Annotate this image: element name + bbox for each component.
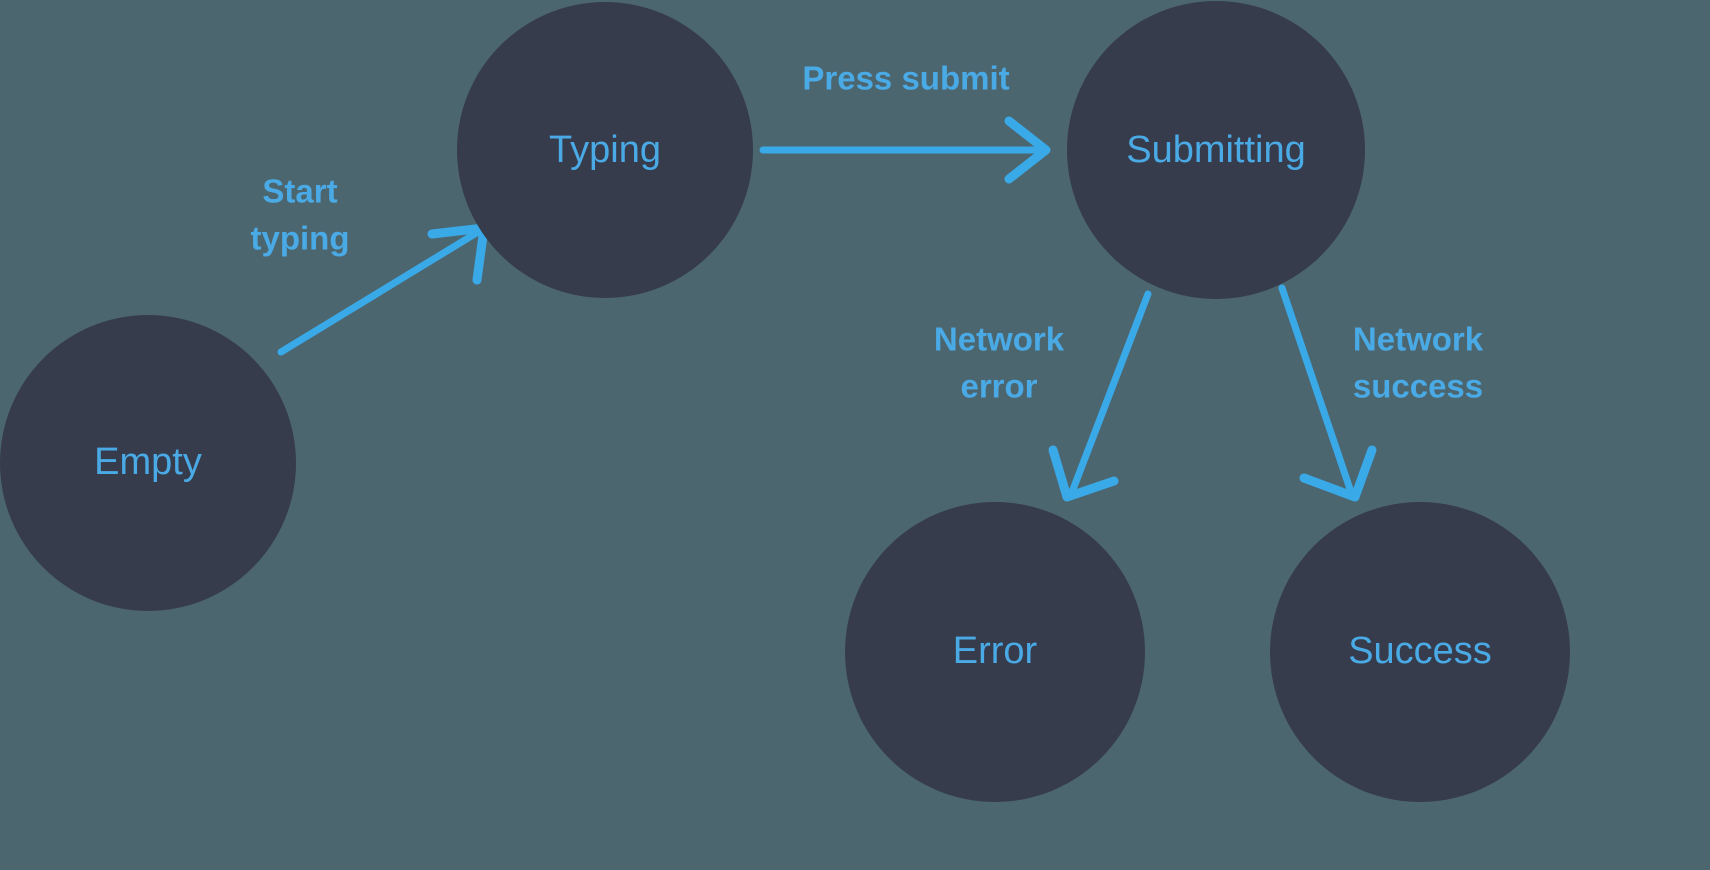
empty-node-circle[interactable] bbox=[0, 315, 296, 611]
network-success-arrowhead bbox=[1299, 445, 1377, 502]
typing-node-label: Typing bbox=[549, 129, 661, 171]
transition-network-success bbox=[1278, 284, 1377, 502]
network-error-label-line1: Network bbox=[934, 321, 1065, 358]
state-node-submitting[interactable]: Submitting bbox=[1067, 1, 1365, 299]
network-error-arrowhead bbox=[1048, 445, 1119, 502]
press-submit-label-line1: Press submit bbox=[802, 60, 1009, 97]
submitting-node-label: Submitting bbox=[1126, 129, 1306, 171]
start-typing-arrow-line bbox=[277, 228, 482, 356]
press-submit-arrowhead bbox=[1004, 116, 1051, 184]
network-error-arrow-line bbox=[1068, 290, 1152, 496]
submitting-node-circle[interactable] bbox=[1067, 1, 1365, 299]
success-node-label: Success bbox=[1348, 630, 1492, 672]
network-success-arrow-line bbox=[1278, 284, 1355, 496]
state-node-typing[interactable]: Typing bbox=[457, 2, 753, 298]
network-success-label-line1: Network bbox=[1353, 321, 1484, 358]
network-success-label-line2: success bbox=[1353, 368, 1483, 405]
transition-network-error bbox=[1048, 290, 1152, 502]
transition-label-network-error: Network error bbox=[934, 321, 1065, 405]
state-node-success[interactable]: Success bbox=[1270, 502, 1570, 802]
transition-label-network-success: Network success bbox=[1353, 321, 1484, 405]
start-typing-label-line1: Start bbox=[262, 173, 337, 210]
transition-label-start-typing: Start typing bbox=[251, 173, 350, 257]
success-node-circle[interactable] bbox=[1270, 502, 1570, 802]
state-node-error[interactable]: Error bbox=[845, 502, 1145, 802]
error-node-circle[interactable] bbox=[845, 502, 1145, 802]
empty-node-label: Empty bbox=[94, 441, 202, 483]
transition-press-submit bbox=[759, 116, 1051, 184]
typing-node-circle[interactable] bbox=[457, 2, 753, 298]
network-error-label-line2: error bbox=[960, 368, 1037, 405]
start-typing-label-line2: typing bbox=[251, 220, 350, 257]
state-node-empty[interactable]: Empty bbox=[0, 315, 296, 611]
transition-label-press-submit: Press submit bbox=[802, 60, 1009, 97]
error-node-label: Error bbox=[953, 630, 1038, 672]
